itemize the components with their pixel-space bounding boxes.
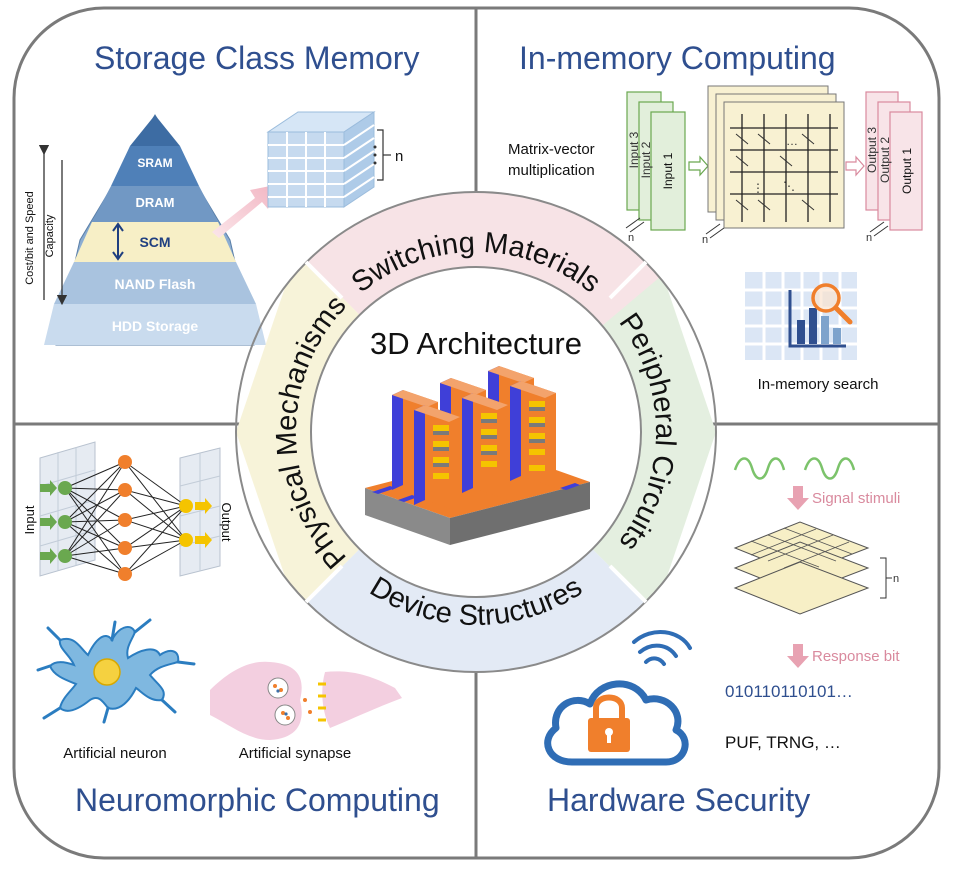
pyramid-level-hdd: HDD Storage (112, 318, 199, 334)
storage-pyramid (44, 114, 266, 346)
output-2-label: Output 2 (878, 137, 892, 183)
pyramid-level-dram: DRAM (136, 195, 175, 210)
signal-wave-icon (733, 457, 856, 510)
svg-text:…: … (786, 134, 798, 148)
center-title: 3D Architecture (370, 326, 582, 361)
mvm-label-line2: multiplication (508, 162, 595, 179)
nn-output-label: Output (219, 502, 234, 541)
n-marker-icons (625, 217, 889, 239)
artificial-synapse-label: Artificial synapse (239, 745, 352, 762)
output-arrow-icon (845, 155, 865, 177)
output-vectors (865, 91, 923, 231)
response-arrow-icon (787, 644, 809, 668)
title-hardware-security: Hardware Security (547, 782, 811, 818)
stacked-array-icon (266, 111, 391, 208)
input-2-label: Input 2 (639, 141, 653, 178)
synapse-icon (210, 661, 402, 740)
input-3-label: Input 3 (627, 131, 641, 168)
ring-dividers (304, 260, 648, 604)
svg-text:⋮: ⋮ (752, 181, 764, 195)
response-bits-value: 010110110101… (725, 682, 853, 701)
mvm-label-line1: Matrix-vector (508, 141, 595, 158)
neuron-icon (36, 618, 196, 724)
title-storage-class-memory: Storage Class Memory (94, 40, 420, 76)
security-apps-label: PUF, TRNG, … (725, 733, 841, 752)
svg-text:⋱: ⋱ (783, 179, 795, 193)
array-n-label: n (702, 234, 708, 246)
input-vectors (626, 91, 686, 231)
output-3-label: Output 3 (865, 127, 879, 173)
input-1-label: Input 1 (661, 152, 675, 189)
response-bit-label: Response bit (812, 648, 900, 665)
input-arrow-icon (688, 155, 709, 177)
nn-input-label: Input (22, 505, 37, 534)
ring-outer-edge (235, 191, 717, 673)
neural-network-icon (39, 441, 221, 581)
input-n-label: n (628, 232, 634, 244)
crossbar-array-icon: … ⋮ ⋱ (707, 85, 845, 229)
signal-stimuli-label: Signal stimuli (812, 490, 900, 507)
pink-arrow-icon (212, 185, 275, 238)
stack-n-label: n (395, 148, 403, 165)
pyramid-level-sram: SRAM (137, 156, 172, 170)
in-memory-search-label: In-memory search (758, 376, 879, 393)
output-n-label: n (866, 232, 872, 244)
puf-array-icon (733, 521, 892, 615)
cloud-lock-icon (544, 629, 692, 766)
title-neuromorphic-computing: Neuromorphic Computing (75, 782, 440, 818)
puf-n-label: n (893, 573, 899, 585)
pyramid-level-nand: NAND Flash (115, 276, 196, 292)
3d-architecture-icon (365, 366, 590, 545)
axis-cost-speed-label: Cost/bit and Speed (24, 191, 36, 285)
pyramid-level-scm: SCM (139, 234, 170, 250)
output-1-label: Output 1 (900, 148, 914, 194)
search-chart-icon (745, 272, 857, 360)
title-in-memory-computing: In-memory Computing (519, 40, 836, 76)
artificial-neuron-label: Artificial neuron (63, 745, 166, 762)
axis-capacity-label: Capacity (44, 214, 56, 257)
